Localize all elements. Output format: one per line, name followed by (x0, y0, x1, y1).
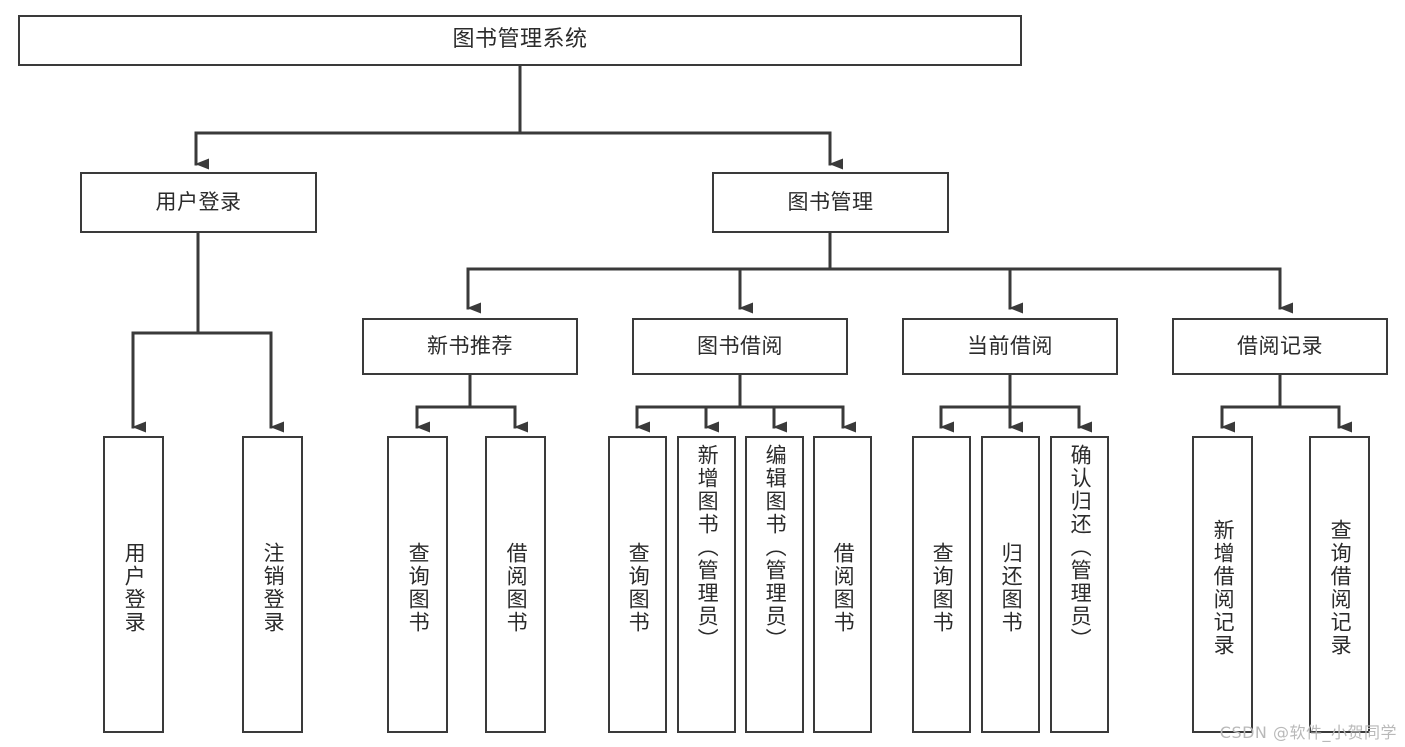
leaf-new-book-query-books[interactable]: 查询图书 (387, 436, 448, 733)
node-label: 借阅记录 (1237, 333, 1323, 358)
leaf-new-book-borrow-books[interactable]: 借阅图书 (485, 436, 546, 733)
node-label: 新书推荐 (427, 333, 513, 358)
node-label: 注销登录 (261, 541, 286, 634)
node-borrow-record[interactable]: 借阅记录 (1172, 318, 1388, 375)
node-user-login[interactable]: 用户登录 (80, 172, 317, 233)
leaf-borrow-record-query-record[interactable]: 查询借阅记录 (1309, 436, 1370, 733)
leaf-book-borrow-query-books[interactable]: 查询图书 (608, 436, 667, 733)
node-new-book-recommend[interactable]: 新书推荐 (362, 318, 578, 375)
node-label: 图书管理系统 (452, 27, 588, 53)
leaf-current-borrow-return-books[interactable]: 归还图书 (981, 436, 1040, 733)
leaf-book-borrow-add-book-admin[interactable]: 新增图书（管理员） (677, 436, 736, 733)
node-label: 查询借阅记录 (1328, 518, 1353, 657)
node-current-borrow[interactable]: 当前借阅 (902, 318, 1118, 375)
node-label: 查询图书 (930, 541, 955, 634)
node-label: 归还图书 (999, 541, 1024, 634)
leaf-user-login-signin[interactable]: 用户登录 (103, 436, 164, 733)
node-label: 编辑图书（管理员） (763, 444, 788, 651)
node-label: 当前借阅 (967, 333, 1053, 358)
leaf-borrow-record-add-record[interactable]: 新增借阅记录 (1192, 436, 1253, 733)
node-label: 图书管理 (787, 189, 874, 214)
node-label: 新增图书（管理员） (695, 444, 720, 651)
node-label: 图书借阅 (697, 333, 783, 358)
node-book-management[interactable]: 图书管理 (712, 172, 949, 233)
node-root-library-system[interactable]: 图书管理系统 (18, 15, 1022, 66)
node-label: 查询图书 (406, 541, 431, 634)
node-book-borrow[interactable]: 图书借阅 (632, 318, 848, 375)
leaf-book-borrow-borrow-books[interactable]: 借阅图书 (813, 436, 872, 733)
leaf-user-login-signout[interactable]: 注销登录 (242, 436, 303, 733)
node-label: 借阅图书 (831, 541, 856, 634)
csdn-watermark: CSDN @软件_小贺同学 (1219, 723, 1397, 742)
node-label: 确认归还（管理员） (1068, 444, 1093, 651)
leaf-book-borrow-edit-book-admin[interactable]: 编辑图书（管理员） (745, 436, 804, 733)
leaf-current-borrow-query-books[interactable]: 查询图书 (912, 436, 971, 733)
node-label: 查询图书 (626, 541, 651, 634)
node-label: 借阅图书 (504, 541, 529, 634)
leaf-current-borrow-confirm-return-admin[interactable]: 确认归还（管理员） (1050, 436, 1109, 733)
node-label: 用户登录 (122, 541, 147, 634)
node-label: 用户登录 (155, 189, 242, 214)
node-label: 新增借阅记录 (1211, 518, 1236, 657)
